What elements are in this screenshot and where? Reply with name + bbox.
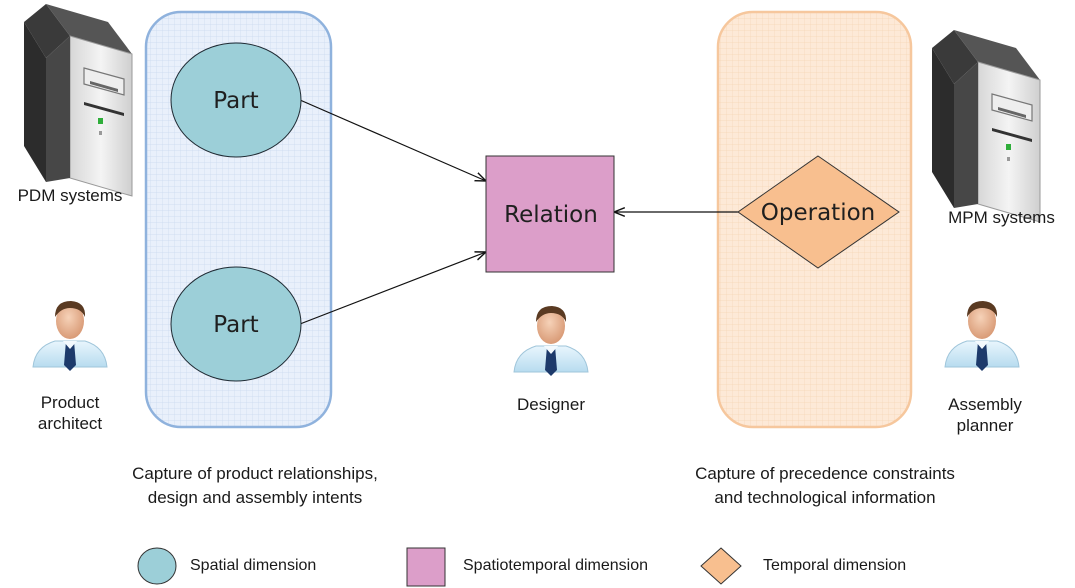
legend-temporal-label: Temporal dimension [763, 557, 907, 574]
product-architect-icon [32, 300, 108, 372]
temporal-caption-line2: and technological information [714, 488, 936, 507]
legend-spatiotemporal-label: Spatiotemporal dimension [463, 557, 648, 574]
assembly-planner-label-line1: Assembly [948, 395, 1022, 414]
arrow-part-bottom-to-relation [299, 252, 486, 325]
product-architect-label-line2: architect [37, 414, 103, 433]
pdm-systems-label: PDM systems [17, 186, 123, 205]
legend-spatiotemporal-swatch [406, 547, 446, 587]
legend-spatial-label: Spatial dimension [190, 557, 317, 574]
legend-temporal-swatch [700, 547, 742, 585]
assembly-planner-icon [944, 300, 1020, 372]
temporal-caption-line1: Capture of precedence constraints [695, 464, 955, 483]
designer-label: Designer [516, 395, 586, 414]
relation-node [485, 155, 615, 273]
mpm-systems-label: MPM systems [948, 208, 1055, 227]
designer-icon [513, 305, 589, 377]
operation-label: Operation [761, 200, 875, 226]
part-bottom-label: Part [213, 312, 258, 338]
part-top-node [170, 42, 302, 158]
part-bottom-node [170, 266, 302, 382]
assembly-planner-label-line2: planner [956, 416, 1014, 435]
operation-node [737, 155, 900, 269]
spatial-caption-line2: design and assembly intents [147, 488, 363, 507]
pdm-computer-icon [23, 3, 133, 197]
part-top-label: Part [213, 88, 258, 114]
arrow-part-top-to-relation [299, 99, 486, 181]
product-architect-label-line1: Product [40, 393, 100, 412]
relation-label: Relation [504, 202, 598, 228]
legend-spatial-swatch [137, 547, 177, 585]
mpm-computer-icon [931, 29, 1041, 223]
spatial-caption-line1: Capture of product relationships, [132, 464, 378, 483]
